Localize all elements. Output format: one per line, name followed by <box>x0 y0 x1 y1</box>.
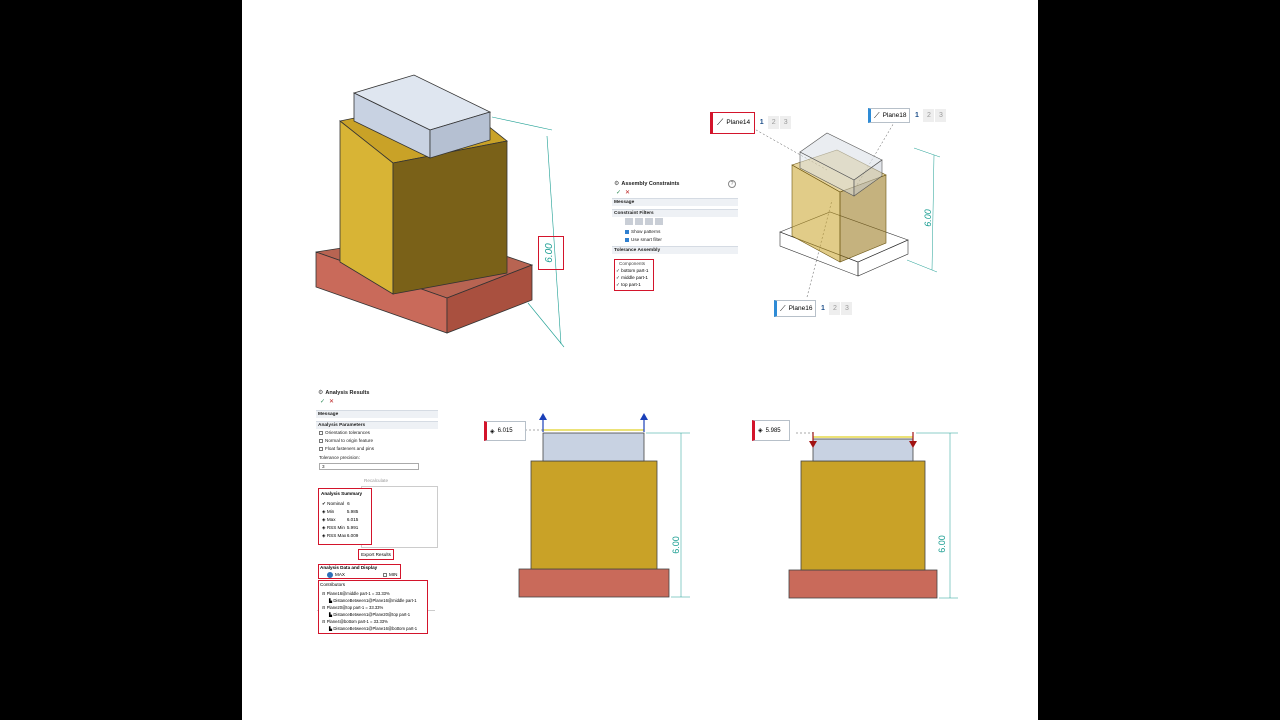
plane18-num-3[interactable]: 3 <box>935 109 947 122</box>
cancel-icon[interactable]: ✕ <box>625 190 631 196</box>
filter-buttons <box>625 218 663 225</box>
max-value: 6.015 <box>497 428 513 434</box>
constraints-icon: ⚙ <box>614 181 620 187</box>
plane-icon: ⟋ <box>717 117 724 127</box>
recalculate-button[interactable]: Recalculate <box>364 478 389 483</box>
plane18-num-1[interactable]: 1 <box>911 109 923 122</box>
iso-transparent-drawing <box>741 120 941 298</box>
iso-model-drawing <box>315 74 565 348</box>
contributor-item[interactable]: ▙ DistanceBetween1@Plane16@bottom part-1 <box>329 626 418 631</box>
message-section[interactable]: Message <box>612 198 738 206</box>
document-canvas: 6.00 ⚙ Assembly Constraints ? ✓ ✕ Messag… <box>242 0 1038 720</box>
max-option[interactable]: MAX <box>327 572 345 578</box>
plane18-tag[interactable]: ⟋ Plane18 1 2 3 <box>868 108 947 123</box>
tolerance-precision-label: Tolerance precision: <box>319 455 360 460</box>
contributor-item[interactable]: ⊟ Plane16@middle part-1 = 33.33% <box>322 591 390 596</box>
tolerance-assembly-section[interactable]: Tolerance Assembly <box>612 246 738 254</box>
filter-button[interactable] <box>635 218 643 225</box>
component-item[interactable]: ✓ top part-1 <box>616 282 641 287</box>
filter-button[interactable] <box>645 218 653 225</box>
components-header: Components <box>619 261 646 266</box>
assembly-constraints-panel: ⚙ Assembly Constraints ? ✓ ✕ Message Con… <box>612 178 738 264</box>
plane14-num-1[interactable]: 1 <box>756 116 768 129</box>
panel-title: Analysis Results <box>325 389 370 396</box>
analysis-icon: ⚙ <box>318 390 324 396</box>
gauge-icon: ◈ <box>758 428 763 434</box>
panel-title: Assembly Constraints <box>621 180 680 187</box>
ok-icon[interactable]: ✓ <box>616 190 622 196</box>
filter-button[interactable] <box>655 218 663 225</box>
plane18-num-2[interactable]: 2 <box>923 109 935 122</box>
plane16-tag[interactable]: ⟋ Plane16 1 2 3 <box>774 300 853 317</box>
param-option[interactable]: Float fasteners and pins <box>319 446 374 451</box>
min-value-tag[interactable]: ◈ 5.985 <box>752 420 790 441</box>
export-results-button[interactable]: Export Results <box>358 549 394 560</box>
plane-icon: ⟋ <box>874 110 880 120</box>
gauge-icon: ◈ <box>490 428 495 435</box>
analysis-parameters-section[interactable]: Analysis Parameters <box>316 421 438 429</box>
contributor-item[interactable]: ⊟ Plane4@bottom part-1 = 33.33% <box>322 619 388 624</box>
plane14-label: Plane14 <box>726 119 751 126</box>
components-list: Components ✓ bottom part-1 ✓ middle part… <box>614 259 654 291</box>
tolerance-precision-input[interactable]: 3 <box>319 463 419 470</box>
min-value: 5.985 <box>765 427 781 434</box>
param-option[interactable]: Orientation tolerances <box>319 430 370 435</box>
constraint-filters-section[interactable]: Constraint Filters <box>612 209 738 217</box>
plane14-num-2[interactable]: 2 <box>768 116 780 129</box>
data-display-header: Analysis Data and Display <box>320 565 378 570</box>
min-option[interactable]: MIN <box>383 572 397 577</box>
max-value-tag[interactable]: ◈ 6.015 <box>484 421 526 441</box>
plane14-tag[interactable]: ⟋ Plane14 1 2 3 <box>710 111 792 134</box>
summary-row: ◈ RSS Max6.009 <box>322 533 359 538</box>
message-section[interactable]: Message <box>316 410 438 418</box>
ok-icon[interactable]: ✓ <box>320 399 326 405</box>
contributor-item[interactable]: ⊟ Plane20@top part-1 = 33.33% <box>322 605 384 610</box>
plane16-num-1[interactable]: 1 <box>817 302 829 315</box>
analysis-data-display: Analysis Data and Display MAX MIN <box>318 564 401 579</box>
plane14-num-3[interactable]: 3 <box>780 116 792 129</box>
smart-filter-option[interactable]: Use smart filter <box>625 237 662 242</box>
component-item[interactable]: ✓ bottom part-1 <box>616 268 649 273</box>
plane16-num-3[interactable]: 3 <box>841 302 853 315</box>
plane18-label: Plane18 <box>882 112 907 119</box>
front-min-dimension: 6.00 <box>937 535 947 553</box>
filter-button[interactable] <box>625 218 633 225</box>
param-option[interactable]: Normal to origin feature <box>319 438 373 443</box>
contributor-item[interactable]: ▙ DistanceBetween1@Plane16@middle part-1 <box>329 598 417 603</box>
contributors-list: Contributors ⊟ Plane16@middle part-1 = 3… <box>318 580 428 634</box>
front-view-min-drawing <box>788 432 958 599</box>
show-patterns-option[interactable]: Show patterns <box>625 229 660 234</box>
component-item[interactable]: ✓ middle part-1 <box>616 275 648 280</box>
cancel-icon[interactable]: ✕ <box>329 399 335 405</box>
plane16-num-2[interactable]: 2 <box>829 302 841 315</box>
contributor-item[interactable]: ▙ DistanceBetween1@Plane20@top part-1 <box>329 612 411 617</box>
dimension-highlight <box>538 236 564 270</box>
front-view-max-drawing <box>518 413 690 598</box>
plane-icon: ⟋ <box>780 303 786 313</box>
contributors-header: Contributors <box>320 582 346 587</box>
summary-header: Analysis Summary <box>321 491 363 496</box>
plane16-label: Plane16 <box>788 305 813 312</box>
help-icon[interactable]: ? <box>728 180 736 188</box>
